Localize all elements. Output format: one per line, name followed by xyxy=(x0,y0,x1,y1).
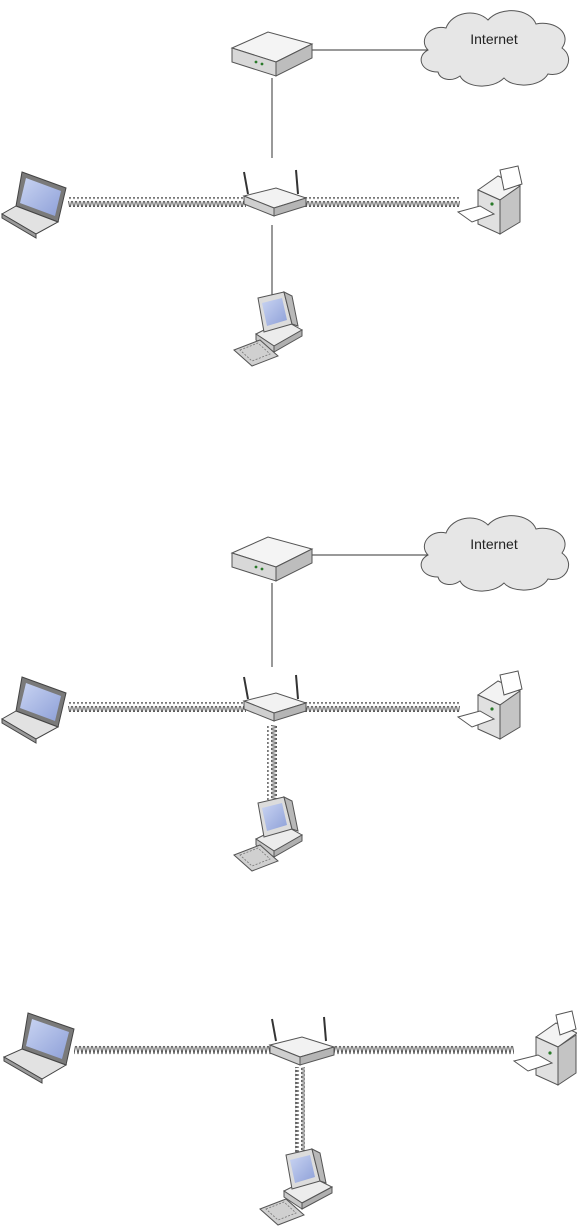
internet-label: Internet xyxy=(470,536,518,552)
wireless-link-computer xyxy=(295,1067,305,1153)
internet-cloud: Internet xyxy=(421,516,568,591)
wireless-router-icon xyxy=(244,675,306,721)
wireless-link-printer xyxy=(302,702,460,712)
internet-cloud: Internet xyxy=(421,11,568,86)
desktop-computer-icon xyxy=(234,292,302,366)
desktop-computer-icon xyxy=(260,1149,332,1225)
wireless-link-printer xyxy=(334,1045,514,1055)
wireless-link-laptop xyxy=(68,702,246,712)
network-diagram-1: Internet xyxy=(0,0,577,380)
laptop-icon xyxy=(2,677,66,743)
laptop-icon xyxy=(2,172,66,238)
wireless-router-icon xyxy=(270,1017,334,1065)
laptop-icon xyxy=(4,1013,74,1083)
wireless-link-printer xyxy=(302,197,460,207)
printer-icon xyxy=(514,1011,577,1085)
printer-icon xyxy=(458,671,522,739)
wireless-router-icon xyxy=(244,170,306,216)
wireless-link-laptop xyxy=(68,197,246,207)
modem-icon xyxy=(232,32,312,76)
network-diagram-3 xyxy=(0,1005,577,1230)
wireless-link-computer xyxy=(267,725,277,803)
desktop-computer-icon xyxy=(234,797,302,871)
wireless-link-laptop xyxy=(74,1045,272,1055)
internet-label: Internet xyxy=(470,31,518,47)
printer-icon xyxy=(458,166,522,234)
network-diagram-2: Internet xyxy=(0,505,577,885)
modem-icon xyxy=(232,537,312,581)
